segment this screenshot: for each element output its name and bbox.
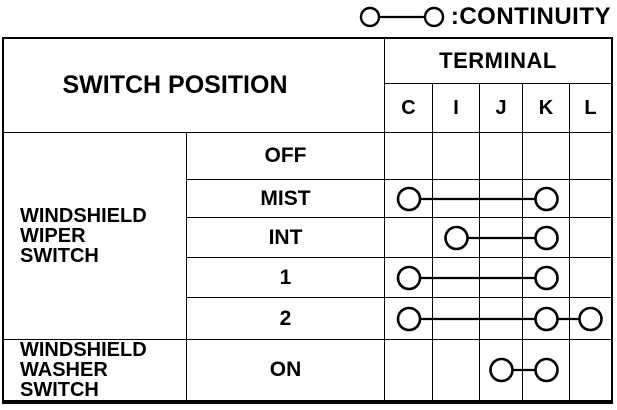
switch-name-line: WINDSHIELD [20, 339, 147, 361]
terminal-cell [570, 180, 611, 218]
terminal-cell [570, 340, 611, 400]
terminal-column-header: K [523, 84, 570, 133]
switch-name-line: SWITCH [20, 245, 99, 267]
position-2: 2 [187, 298, 385, 340]
terminal-column-header: J [480, 84, 523, 133]
terminal-cell [433, 133, 480, 180]
switch-name-line: WINDSHIELD [20, 205, 147, 227]
switch-name-line: WASHER [20, 359, 108, 381]
terminal-cell [480, 298, 523, 340]
position-1: 1 [187, 258, 385, 298]
terminal-cell [480, 180, 523, 218]
switch-name-line: WIPER [20, 225, 86, 247]
position-on: ON [187, 340, 385, 400]
terminal-cell [570, 133, 611, 180]
terminal-cell [523, 133, 570, 180]
terminal-column-header: C [385, 84, 433, 133]
terminal-cell [433, 340, 480, 400]
terminal-cell [433, 258, 480, 298]
terminal-cell [433, 180, 480, 218]
position-int: INT [187, 218, 385, 258]
terminal-cell [523, 218, 570, 258]
terminal-cell [385, 133, 433, 180]
terminal-cell [385, 298, 433, 340]
legend: :CONTINUITY [358, 2, 611, 32]
terminal-cell [385, 180, 433, 218]
washer-switch-name: WINDSHIELD WASHER SWITCH [4, 340, 187, 400]
position-mist: MIST [187, 180, 385, 218]
continuity-link-icon [359, 6, 445, 28]
terminal-cell [433, 298, 480, 340]
terminal-cell [480, 133, 523, 180]
continuity-table: SWITCH POSITION TERMINAL C I J K L WINDS… [2, 37, 613, 404]
wiper-switch-name: WINDSHIELD WIPER SWITCH [4, 133, 187, 340]
terminal-cell [523, 298, 570, 340]
legend-label: :CONTINUITY [450, 3, 611, 30]
terminal-cell [523, 258, 570, 298]
terminal-cell [385, 258, 433, 298]
terminal-column-header: L [570, 84, 611, 133]
terminal-cell [433, 218, 480, 258]
terminal-cell [523, 180, 570, 218]
terminal-cell [523, 340, 570, 400]
terminal-cell [480, 218, 523, 258]
switch-name-line: SWITCH [20, 379, 99, 401]
terminal-cell [570, 258, 611, 298]
switch-position-header: SWITCH POSITION [4, 39, 385, 133]
terminal-cell [385, 340, 433, 400]
terminal-header: TERMINAL [385, 39, 611, 84]
terminal-cell [385, 218, 433, 258]
terminal-cell [570, 218, 611, 258]
terminal-cell [480, 340, 523, 400]
terminal-column-header: I [433, 84, 480, 133]
position-off: OFF [187, 133, 385, 180]
terminal-cell [480, 258, 523, 298]
terminal-cell [570, 298, 611, 340]
